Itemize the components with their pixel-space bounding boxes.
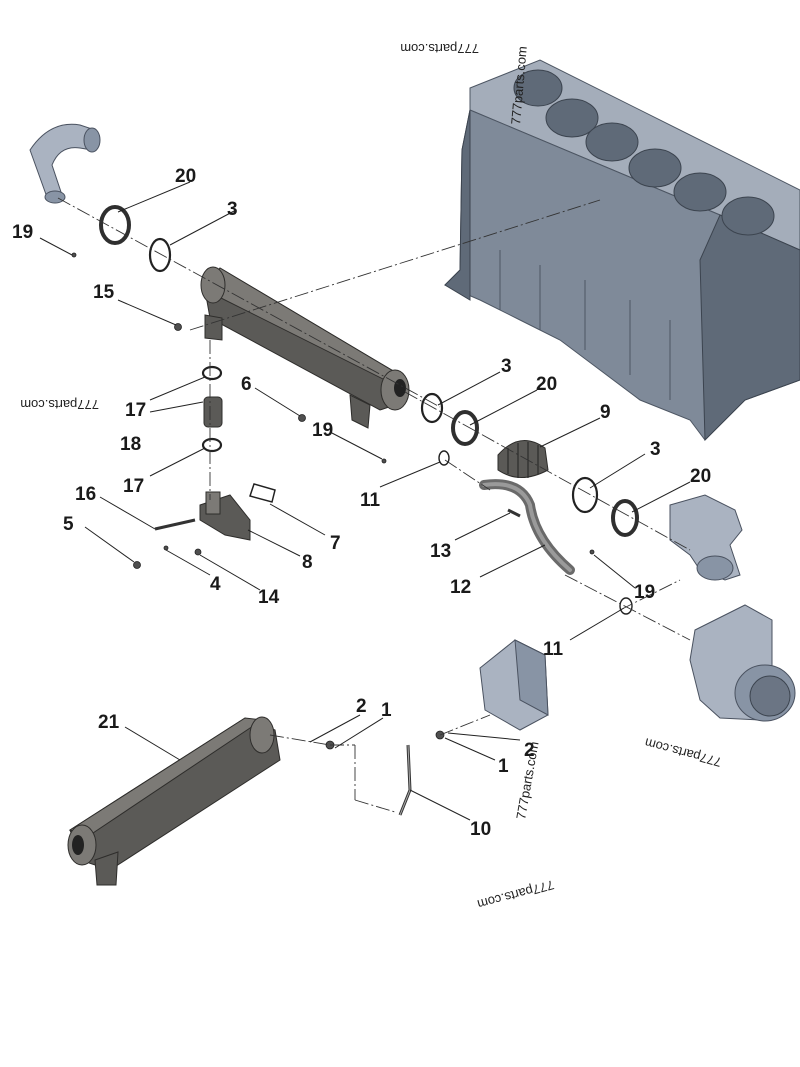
callout-19: 19 [12, 222, 33, 243]
callout-2: 2 [524, 740, 535, 761]
valve-block [479, 639, 549, 731]
callout-17: 17 [123, 476, 144, 497]
watermark: 777parts.com [476, 877, 556, 912]
coolant-elbow-pipe [29, 123, 101, 204]
watermark: 777parts.com [508, 45, 530, 125]
callout-14: 14 [258, 587, 280, 608]
oil-line [398, 744, 412, 816]
callout-2: 2 [356, 696, 367, 717]
callout-20: 20 [536, 374, 557, 395]
watermark: 777parts.com [643, 735, 723, 770]
callout-3: 3 [501, 356, 512, 377]
oil-cooler-lower [67, 716, 281, 886]
coolant-housing [199, 491, 251, 541]
callout-1: 1 [498, 756, 509, 777]
callout-18: 18 [120, 434, 141, 455]
seals-and-clamps [71, 205, 639, 750]
watermark: 777parts.com [20, 397, 99, 412]
callout-21: 21 [98, 712, 120, 733]
callout-15: 15 [93, 282, 115, 303]
oil-cooler-upper [200, 266, 410, 429]
center-lines [57, 197, 691, 813]
callout-19: 19 [312, 420, 333, 441]
engine-block [444, 59, 800, 442]
callout-19: 19 [634, 582, 655, 603]
callout-5: 5 [63, 514, 74, 535]
callout-20: 20 [175, 166, 196, 187]
callout-17: 17 [125, 400, 146, 421]
leader-lines [39, 181, 691, 821]
callout-11: 11 [543, 639, 564, 660]
callout-7: 7 [330, 533, 341, 554]
watermark: 777parts.com [513, 740, 541, 820]
coolant-tube [479, 479, 575, 575]
callout-9: 9 [600, 402, 611, 423]
callout-3: 3 [650, 439, 661, 460]
callout-16: 16 [75, 484, 96, 505]
callout-8: 8 [302, 552, 313, 573]
callout-10: 10 [470, 819, 491, 840]
callout-6: 6 [241, 374, 252, 395]
callout-4: 4 [210, 574, 221, 595]
callout-12: 12 [450, 577, 471, 598]
callout-3: 3 [227, 199, 238, 220]
callout-1: 1 [381, 700, 392, 721]
callout-labels: 19 15 20 3 17 18 17 6 19 11 16 5 4 14 7 … [12, 166, 711, 840]
watermark: 777parts.com [400, 41, 479, 56]
water-pump [689, 604, 796, 722]
callout-20: 20 [690, 466, 711, 487]
bellows [497, 440, 549, 478]
callout-13: 13 [430, 541, 451, 562]
outlet-elbow [669, 494, 743, 581]
callout-11: 11 [360, 490, 381, 511]
